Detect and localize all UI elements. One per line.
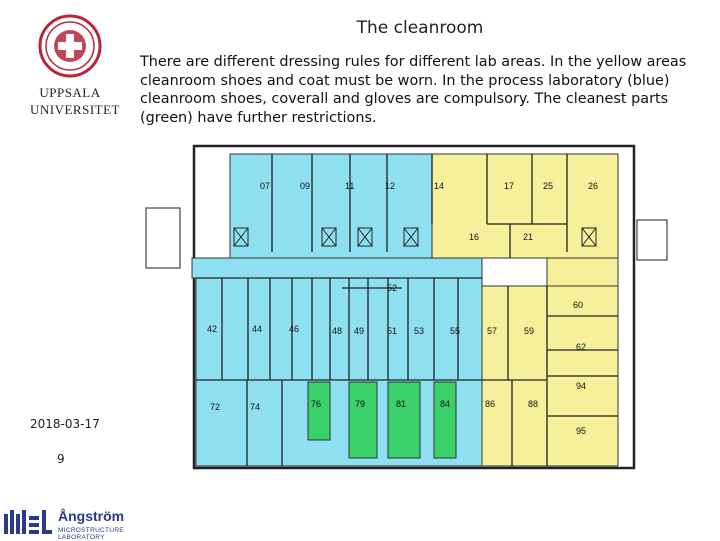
- room-label: 44: [252, 324, 262, 334]
- slide-title: The cleanroom: [356, 18, 484, 38]
- room-label: 14: [434, 181, 444, 191]
- uppsala-university-logo: UPPSALA UNIVERSITET: [30, 14, 120, 126]
- room-label: 26: [588, 181, 598, 191]
- room-label: 62: [576, 342, 586, 352]
- room-label: 74: [250, 402, 260, 412]
- room-label: 84: [440, 399, 450, 409]
- room-label: 81: [396, 399, 406, 409]
- msl-logo-icon: [4, 510, 52, 534]
- room-label: 88: [528, 399, 538, 409]
- outer-wall: [192, 144, 636, 470]
- room-label: 94: [576, 381, 586, 391]
- room-label: 17: [504, 181, 514, 191]
- angstrom-laboratory-logo: Ångström MICROSTRUCTURE LABORATORY: [4, 506, 164, 541]
- room-label: 72: [210, 402, 220, 412]
- slide-date: 2018-03-17: [30, 417, 100, 431]
- room-label: 59: [524, 326, 534, 336]
- room-label: 46: [289, 324, 299, 334]
- room-label: 09: [300, 181, 310, 191]
- logo-text-universitet: UNIVERSITET: [30, 102, 120, 117]
- room-label: 79: [355, 399, 365, 409]
- page-number: 9: [57, 452, 65, 466]
- green-zone: [307, 381, 457, 459]
- logo-text-uppsala: UPPSALA: [39, 85, 101, 100]
- room-labels: 07 09 11 12 14 17 25 26 16 21 52 60 42 4…: [207, 181, 598, 436]
- footer-logo-name: Ångström: [58, 508, 125, 524]
- room-label: 48: [332, 326, 342, 336]
- university-seal-icon: [38, 14, 102, 78]
- room-label: 25: [543, 181, 553, 191]
- slide-body-text: There are different dressing rules for d…: [140, 54, 687, 126]
- cleanroom-floor-plan: 07 09 11 12 14 17 25 26 16 21 52 60 42 4…: [142, 140, 670, 470]
- room-label: 86: [485, 399, 495, 409]
- shaft-markers: [233, 227, 597, 247]
- room-label: 49: [354, 326, 364, 336]
- stairwell-left: [145, 207, 181, 269]
- room-label: 52: [387, 283, 397, 293]
- room-label: 55: [450, 326, 460, 336]
- footer-logo-subtitle: MICROSTRUCTURE LABORATORY: [58, 527, 124, 541]
- room-label: 21: [523, 232, 533, 242]
- internal-walls: [196, 154, 618, 466]
- room-label: 60: [573, 300, 583, 310]
- room-label: 95: [576, 426, 586, 436]
- room-label: 53: [414, 326, 424, 336]
- room-label: 12: [385, 181, 395, 191]
- room-label: 16: [469, 232, 479, 242]
- room-label: 42: [207, 324, 217, 334]
- stairwell-right: [636, 219, 668, 261]
- room-label: 51: [387, 326, 397, 336]
- room-label: 76: [311, 399, 321, 409]
- room-label: 57: [487, 326, 497, 336]
- room-label: 11: [345, 181, 354, 191]
- room-label: 07: [260, 181, 270, 191]
